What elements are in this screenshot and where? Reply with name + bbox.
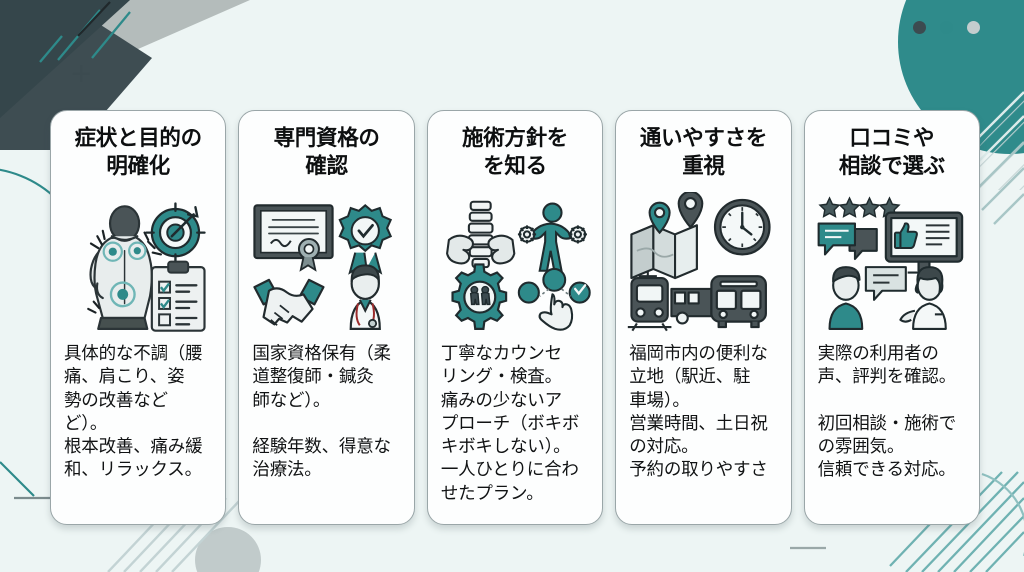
card-title: 施術方針を を知る	[462, 126, 569, 179]
card-accessibility[interactable]: 通いやすさを 重視	[615, 110, 792, 525]
stars-reviews-consultation-icon	[815, 189, 969, 337]
card-title: 口コミや 相談で選ぶ	[838, 126, 945, 179]
card-body: 国家資格保有（柔 道整復師・鍼灸 師など）。 経験年数、得意な 治療法。	[252, 344, 391, 481]
card-grid: 症状と目的の 明確化	[50, 110, 981, 525]
map-clock-train-bus-icon	[626, 189, 780, 337]
card-reviews[interactable]: 口コミや 相談で選ぶ	[803, 110, 981, 525]
card-title: 通いやすさを 重視	[639, 126, 768, 179]
decor-dot-teal	[940, 21, 953, 34]
card-symptom-purpose[interactable]: 症状と目的の 明確化	[50, 110, 227, 525]
certificate-badge-handshake-doctor-icon	[249, 189, 403, 337]
back-pain-target-checklist-icon	[61, 189, 215, 337]
card-body: 具体的な不調（腰 痛、肩こり、姿 勢の改善など ど）。 根本改善、痛み緩 和、リ…	[64, 344, 203, 481]
card-body: 実際の利用者の 声、評判を確認。 初回相談・施術で の雰囲気。 信頼できる対応。	[817, 344, 957, 481]
decor-diagonal-lines-topleft	[39, 1, 131, 63]
decor-slash-left	[0, 461, 35, 497]
card-body: 丁寧なカウンセ リング・検査。 痛みの少ないア プローチ（ボキボ キボキしない）…	[440, 344, 580, 504]
card-body: 福岡市内の便利な 立地（駅近、駐 車場）。 営業時間、土日祝 の対応。 予約の取…	[629, 344, 768, 481]
decor-dot-dark	[913, 21, 926, 34]
decor-circle-gray	[195, 527, 261, 572]
decor-dot-gray	[967, 21, 980, 34]
decor-plus-mark: +	[70, 58, 93, 89]
card-title: 専門資格の 確認	[273, 126, 380, 179]
card-treatment-policy[interactable]: 施術方針を を知る	[426, 110, 604, 525]
card-qualification[interactable]: 専門資格の 確認	[238, 110, 415, 525]
decor-arc-bottomright	[981, 472, 1024, 556]
card-title: 症状と目的の 明確化	[74, 126, 203, 179]
spine-hands-gear-options-icon	[438, 189, 592, 337]
